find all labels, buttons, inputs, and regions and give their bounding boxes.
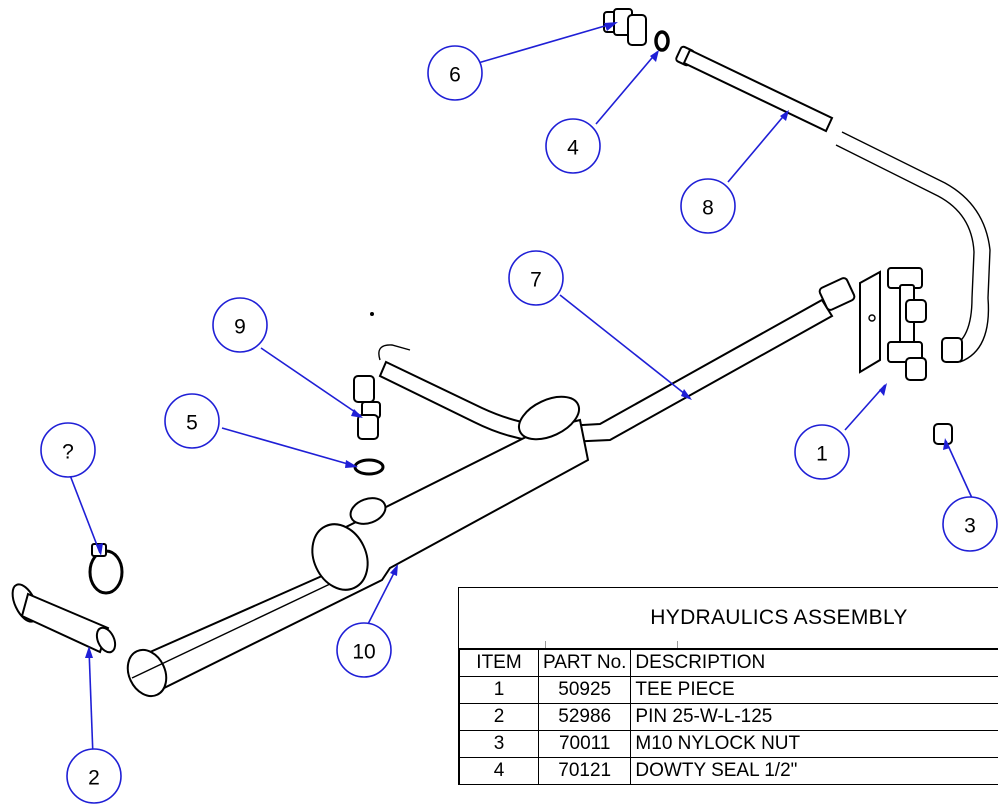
callout-2-label: 2 xyxy=(88,767,100,790)
leader-lines xyxy=(67,22,973,758)
part-straight-fitting xyxy=(357,401,381,440)
callout-3-label: 3 xyxy=(964,515,976,538)
callout-1-label: 1 xyxy=(816,443,828,466)
callout-8-label: 8 xyxy=(702,197,714,220)
part-pipe xyxy=(675,45,991,363)
callout-3: 3 xyxy=(942,496,998,552)
callout-6-label: 6 xyxy=(449,64,461,87)
bom-row: 1 50925 TEE PIECE xyxy=(459,676,998,704)
bom-cell-description: DOWTY SEAL 1/2" xyxy=(630,757,998,785)
callout-question: ? xyxy=(40,422,96,478)
part-nylock-nut xyxy=(933,423,953,445)
callout-7: 7 xyxy=(508,250,564,306)
callout-9: 9 xyxy=(212,297,268,353)
callout-10-label: 10 xyxy=(352,641,375,664)
bom-title-tick xyxy=(677,641,678,648)
bom-cell-description: PIN 25-W-L-125 xyxy=(630,703,998,731)
bom-cell-item: 2 xyxy=(459,703,539,731)
callout-question-label: ? xyxy=(62,441,74,464)
bom-grid: ITEM PART No. DESCRIPTION 1 50925 TEE PI… xyxy=(459,649,998,785)
callout-5-label: 5 xyxy=(186,412,198,435)
callout-1: 1 xyxy=(794,424,850,480)
bom-cell-part: 52986 xyxy=(537,703,632,731)
part-cylinder xyxy=(126,312,590,698)
part-hose xyxy=(353,277,856,444)
bom-cell-part: 50925 xyxy=(537,676,632,704)
bom-title: HYDRAULICS ASSEMBLY xyxy=(459,588,998,649)
bom-cell-item: 1 xyxy=(459,676,539,704)
bom-row: 2 52986 PIN 25-W-L-125 xyxy=(459,703,998,731)
bom-header-row: ITEM PART No. DESCRIPTION xyxy=(459,649,998,677)
bom-title-tick xyxy=(545,641,546,648)
bom-cell-description: TEE PIECE xyxy=(630,676,998,704)
bom-header-item: ITEM xyxy=(459,649,539,677)
bom-title-text: HYDRAULICS ASSEMBLY xyxy=(650,606,908,629)
part-dowty-seal-top xyxy=(654,30,670,52)
bom-cell-item: 3 xyxy=(459,730,539,758)
bom-table: HYDRAULICS ASSEMBLY ITEM PART No. DESCRI… xyxy=(458,587,998,785)
callout-9-label: 9 xyxy=(234,316,246,339)
callout-8: 8 xyxy=(680,178,736,234)
callout-4: 4 xyxy=(545,118,601,174)
bom-header-part: PART No. xyxy=(537,649,632,677)
callout-6: 6 xyxy=(427,45,483,101)
part-pin xyxy=(11,583,117,654)
leader-arrowheads xyxy=(85,22,950,658)
part-seal xyxy=(353,458,385,476)
callout-2: 2 xyxy=(66,748,122,804)
callout-7-label: 7 xyxy=(530,269,542,292)
bom-row: 4 70121 DOWTY SEAL 1/2" xyxy=(459,757,998,785)
callout-10: 10 xyxy=(336,622,392,678)
bom-cell-item: 4 xyxy=(459,757,539,785)
bom-cell-part: 70121 xyxy=(537,757,632,785)
bom-cell-description: M10 NYLOCK NUT xyxy=(630,730,998,758)
part-lynch-pin xyxy=(88,543,124,595)
bom-header-description: DESCRIPTION xyxy=(630,649,998,677)
bom-cell-part: 70011 xyxy=(537,730,632,758)
bom-row: 3 70011 M10 NYLOCK NUT xyxy=(459,730,998,758)
callout-4-label: 4 xyxy=(567,137,579,160)
callout-5: 5 xyxy=(164,393,220,449)
part-tee-piece xyxy=(859,267,927,381)
